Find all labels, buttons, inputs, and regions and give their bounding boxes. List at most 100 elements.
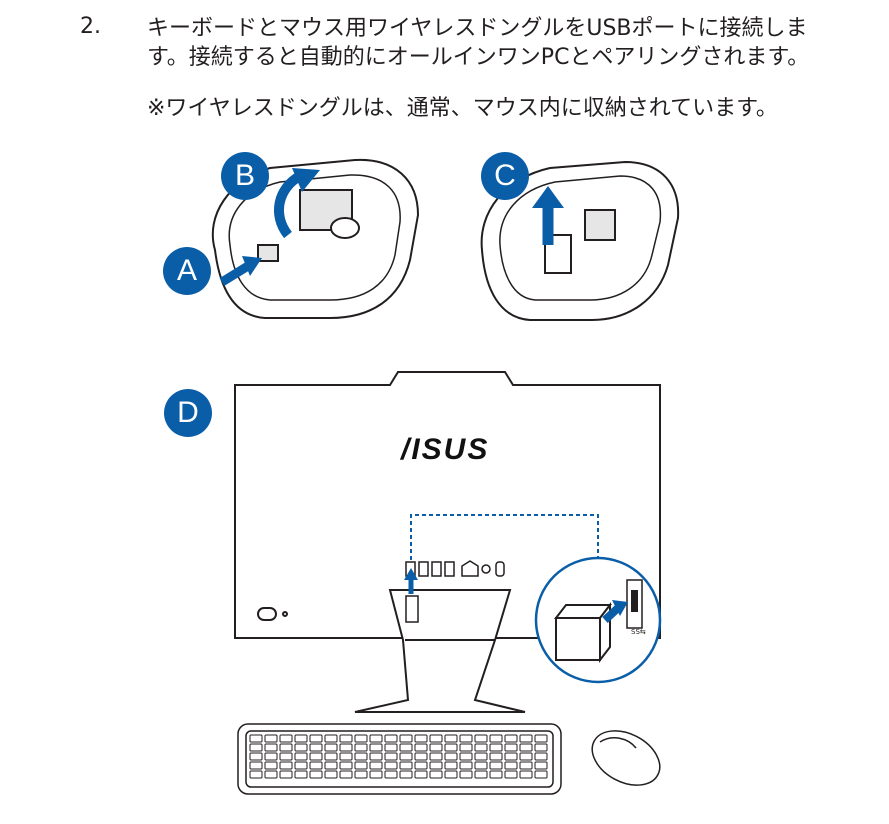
keyboard-key <box>414 761 428 770</box>
keyboard-key <box>444 734 458 743</box>
keyboard-key <box>264 770 278 779</box>
keyboard-key <box>474 743 488 752</box>
keyboard-key <box>354 770 368 779</box>
keyboard-key <box>339 752 353 761</box>
keyboard-key <box>414 770 428 779</box>
step-badge-c: C <box>481 152 529 200</box>
keyboard-key <box>294 770 308 779</box>
keyboard-key <box>504 752 518 761</box>
step-badge-a: A <box>163 247 211 295</box>
keyboard-key <box>309 761 323 770</box>
keyboard-key <box>294 743 308 752</box>
keyboard-key <box>309 770 323 779</box>
keyboard-key <box>459 761 473 770</box>
keyboard-key <box>414 752 428 761</box>
push-arrow-head <box>242 256 262 276</box>
port-label: SS⇆ <box>631 628 646 636</box>
keyboard-key <box>489 752 503 761</box>
keyboard-key <box>279 770 293 779</box>
keyboard-key <box>309 743 323 752</box>
zoom-dongle <box>553 602 613 663</box>
keyboard-key <box>249 734 263 743</box>
dongle-inserted <box>405 595 419 623</box>
keyboard-key <box>519 734 533 743</box>
keyboard-key <box>324 734 338 743</box>
keyboard-key <box>339 743 353 752</box>
keyboard-key <box>354 734 368 743</box>
keyboard-key <box>414 743 428 752</box>
keyboard-key <box>519 761 533 770</box>
keyboard-key <box>399 761 413 770</box>
keyboard-key <box>444 761 458 770</box>
keyboard-key <box>459 770 473 779</box>
step-instruction: キーボードとマウス用ワイヤレスドングルをUSBポートに接続します。接続すると自動… <box>147 16 810 70</box>
keyboard-key <box>324 743 338 752</box>
keyboard-key <box>504 770 518 779</box>
keyboard-key <box>249 743 263 752</box>
keyboard-key <box>264 743 278 752</box>
keyboard-key <box>384 752 398 761</box>
keyboard-key <box>489 734 503 743</box>
keyboard-key <box>444 743 458 752</box>
step-note: ※ワイヤレスドングルは、通常、マウス内に収納されています。 <box>147 96 778 121</box>
keyboard-key <box>264 761 278 770</box>
keyboard-key <box>369 743 383 752</box>
keyboard-key <box>339 734 353 743</box>
keyboard-key <box>429 752 443 761</box>
keyboard-key <box>279 734 293 743</box>
keyboard-key <box>429 770 443 779</box>
keyboard-key <box>459 752 473 761</box>
keyboard-key <box>384 734 398 743</box>
keyboard-key <box>534 743 548 752</box>
keyboard-key <box>384 743 398 752</box>
keyboard-key <box>489 743 503 752</box>
keyboard-key <box>534 734 548 743</box>
keyboard-key <box>414 734 428 743</box>
keyboard-key <box>294 734 308 743</box>
lift-arrow-head <box>292 168 320 192</box>
keyboard-key <box>369 761 383 770</box>
keyboard-key <box>504 734 518 743</box>
keyboard-key <box>504 743 518 752</box>
keyboard-key <box>354 752 368 761</box>
keyboard-key <box>309 752 323 761</box>
keyboard-key <box>399 752 413 761</box>
keyboard-key <box>474 752 488 761</box>
keyboard-key <box>354 761 368 770</box>
keyboard-key <box>429 734 443 743</box>
keyboard-key <box>339 761 353 770</box>
keyboard-key <box>459 734 473 743</box>
keyboard-key <box>369 734 383 743</box>
keyboard-keys <box>249 734 548 779</box>
keyboard-key <box>504 761 518 770</box>
keyboard-key <box>339 770 353 779</box>
keyboard-key <box>474 761 488 770</box>
keyboard-key <box>249 761 263 770</box>
keyboard-key <box>474 770 488 779</box>
keyboard-key <box>324 761 338 770</box>
keyboard-key <box>399 770 413 779</box>
keyboard-key <box>384 770 398 779</box>
keyboard-key <box>249 752 263 761</box>
keyboard-key <box>384 761 398 770</box>
keyboard-key <box>399 743 413 752</box>
keyboard-key <box>489 770 503 779</box>
keyboard-key <box>369 770 383 779</box>
keyboard-key <box>489 761 503 770</box>
keyboard-key <box>534 770 548 779</box>
keyboard-key <box>279 752 293 761</box>
keyboard-key <box>279 761 293 770</box>
step-number: 2. <box>80 14 101 39</box>
brand-logo: /ISUS <box>401 433 490 466</box>
keyboard-key <box>444 752 458 761</box>
keyboard-key <box>459 743 473 752</box>
push-arrow <box>219 262 251 286</box>
keyboard-key <box>309 734 323 743</box>
keyboard-key <box>294 752 308 761</box>
keyboard-key <box>279 743 293 752</box>
lift-arrow <box>274 171 303 239</box>
step-badge-b: B <box>221 152 269 200</box>
zoom-insert-arrow-head <box>612 600 628 616</box>
step-badge-d: D <box>164 389 212 437</box>
